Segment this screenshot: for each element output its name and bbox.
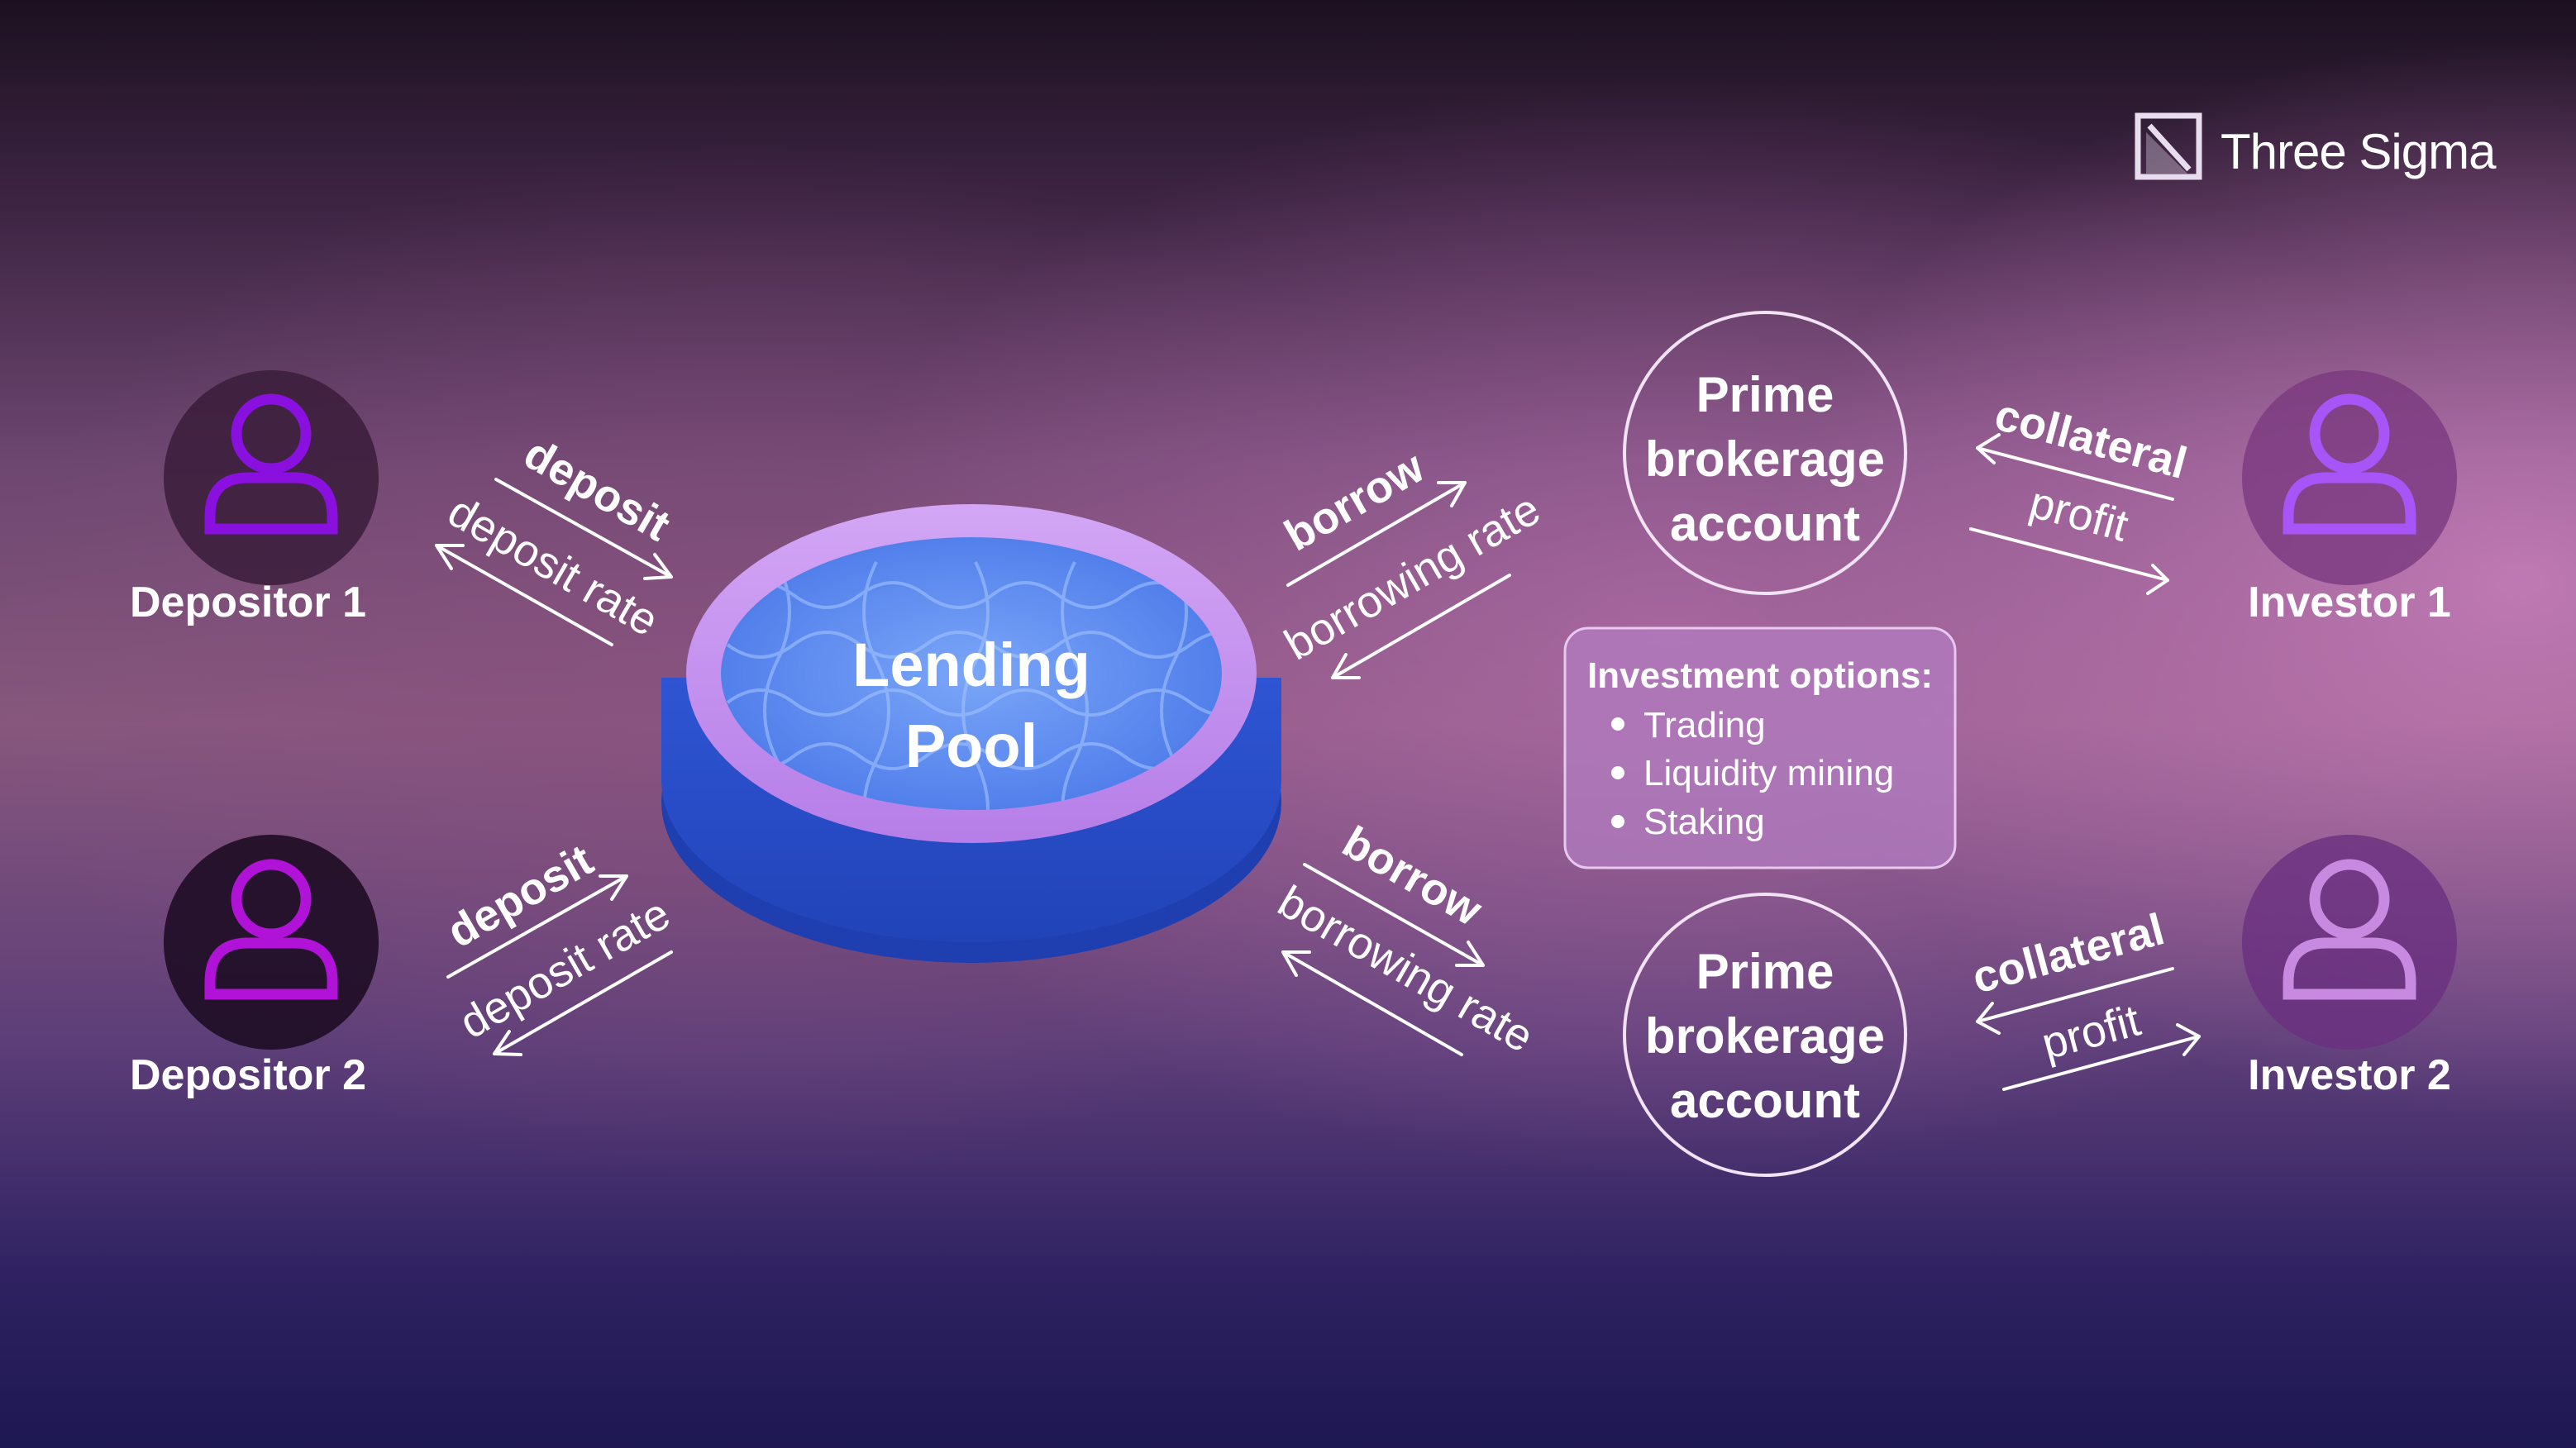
deposit-rate-arrow-2 (493, 950, 673, 1056)
borrowing-rate-arrow-1 (1331, 574, 1511, 679)
profit-arrow-2 (2002, 1023, 2201, 1091)
prime-brokerage-circle-2 (1623, 893, 1907, 1177)
investor-1: Investor 1 (2242, 370, 2457, 626)
three-sigma-logo: Three Sigma (2135, 112, 2497, 180)
borrow-arrow-2 (1303, 863, 1485, 967)
deposit-rate-arrow-1 (435, 544, 613, 646)
logo-text: Three Sigma (2221, 124, 2497, 179)
depositor-1: Depositor 1 (130, 370, 379, 626)
prime-brokerage-1-line2: brokerage (1645, 431, 1885, 487)
pool-title-line2: Pool (905, 712, 1038, 780)
bullet (1611, 717, 1624, 731)
investor-2-flows: collateral profit (1968, 904, 2201, 1091)
depositor-2-flows: deposit deposit rate (439, 835, 678, 1056)
investor-1-flows: collateral profit (1969, 390, 2192, 595)
borrow-arrow-1 (1286, 481, 1467, 587)
depositor-2: Depositor 2 (130, 835, 379, 1099)
prime-brokerage-2-line1: Prime (1696, 944, 1834, 999)
borrow-label-1: borrow (1276, 441, 1433, 560)
three-sigma-logo-mark (2135, 112, 2202, 180)
prime-brokerage-account-1: Prime brokerage account (1623, 311, 1907, 595)
bullet (1611, 815, 1624, 828)
investor-1-label: Investor 1 (2248, 579, 2451, 626)
borrow-flows-bottom: borrow borrowing rate (1270, 817, 1542, 1062)
deposit-arrow-2 (446, 874, 628, 979)
collateral-label-1: collateral (1990, 390, 2192, 488)
investment-option-item: Staking (1643, 802, 1765, 842)
investor-2-label: Investor 2 (2248, 1051, 2451, 1099)
investment-options-background (1563, 626, 1957, 869)
collateral-arrow-1 (1976, 433, 2174, 501)
person-icon (2283, 393, 2416, 535)
prime-brokerage-account-2: Prime brokerage account (1623, 893, 1907, 1177)
prime-brokerage-2-line2: brokerage (1645, 1008, 1885, 1064)
person-icon (2283, 859, 2416, 1000)
depositor-1-flows: deposit deposit rate (435, 428, 678, 646)
investment-options-title: Investment options: (1587, 655, 1933, 696)
person-icon (204, 393, 338, 535)
bullet (1611, 766, 1624, 779)
depositor-1-label: Depositor 1 (130, 579, 366, 626)
investor-2: Investor 2 (2242, 835, 2457, 1099)
collateral-arrow-2 (1976, 967, 2174, 1035)
prime-brokerage-1-line3: account (1670, 496, 1860, 551)
collateral-label-2: collateral (1968, 904, 2170, 1003)
prime-brokerage-1-line1: Prime (1696, 367, 1834, 422)
pool-title-line1: Lending (852, 631, 1090, 699)
profit-arrow-1 (1969, 527, 2169, 595)
person-icon (204, 859, 338, 1000)
depositor-2-label: Depositor 2 (130, 1051, 366, 1099)
investment-options-box: Investment options: Trading Liquidity mi… (1563, 626, 1957, 869)
prime-brokerage-2-line3: account (1670, 1073, 1860, 1128)
borrow-flows-top: borrow borrowing rate (1276, 441, 1548, 679)
profit-label-2: profit (2037, 996, 2146, 1069)
prime-brokerage-circle-1 (1623, 311, 1907, 595)
deposit-arrow-1 (494, 478, 673, 580)
borrowing-rate-arrow-2 (1281, 950, 1463, 1056)
lending-pool: Lending Pool (661, 504, 1281, 963)
investment-option-item: Trading (1643, 705, 1766, 745)
investment-option-item: Liquidity mining (1643, 753, 1894, 793)
profit-label-1: profit (2025, 478, 2134, 551)
